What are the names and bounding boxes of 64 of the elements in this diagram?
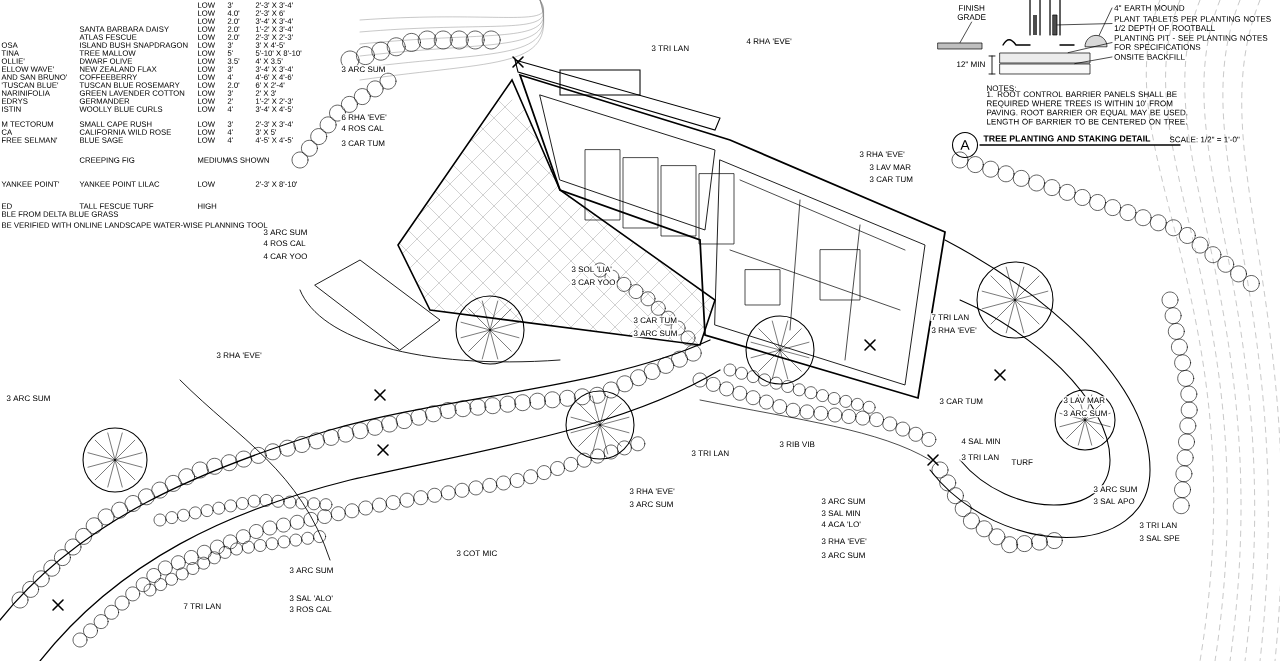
plant-callout: 3 SOL 'LIA' (570, 265, 613, 274)
plant-callout: 3 CAR YOO (570, 278, 617, 287)
plant-callout: 4 CAR YOO (262, 252, 309, 261)
dimension-label: 12" MIN (957, 61, 985, 68)
plant-callout: 3 LAV MAR (868, 163, 913, 172)
plant-callout: 3 RHA 'EVE' (215, 351, 263, 360)
callout-text: PLANTING PIT - SEE PLANTING NOTES FOR SPECIFICATIONS (1114, 35, 1268, 50)
plant-callout: TURF (1010, 458, 1034, 467)
plant-callout: 3 ARC SUM (5, 394, 52, 403)
plant-callout: 3 SAL 'ALO' (288, 594, 334, 603)
plant-callout: 3 ARC SUM (288, 566, 335, 575)
plant-callout: 3 TRI LAN (960, 453, 1001, 462)
plant-callout: 3 ARC SUM (628, 500, 675, 509)
plant-callout: 4 ROS CAL (340, 124, 385, 133)
plant-callout: 3 TRI LAN (650, 44, 691, 53)
callout-text: PLANT TABLETS PER PLANTING NOTES 1/2 DEPTH OF ROOTBALL (1114, 16, 1271, 31)
plant-callout: 3 ARC SUM (262, 228, 309, 237)
plant-callout: 3 RIB VIB (778, 440, 816, 449)
plant-callout: 3 ARC SUM (820, 497, 867, 506)
plant-callout: 6 RHA 'EVE' (340, 113, 388, 122)
detail-title: TREE PLANTING AND STAKING DETAIL (983, 135, 1151, 142)
leader-line (1067, 42, 1113, 53)
tree-pit-part (1052, 14, 1058, 36)
plant-callout: 3 ROS CAL (288, 605, 333, 614)
tree-pit-part (999, 52, 1091, 64)
plant-callout: 3 LAV MAR (1062, 396, 1107, 405)
scale-label: SCALE: 1/2" = 1'-0" (1169, 136, 1240, 143)
plant-callout: 3 ARC SUM (340, 65, 387, 74)
plant-callout: 3 RHA 'EVE' (820, 537, 868, 546)
plant-callout: 4 ACA 'LO' (820, 520, 862, 529)
plant-callout: 4 RHA 'EVE' (745, 37, 793, 45)
plant-callout: 3 CAR TUM (938, 397, 985, 406)
plant-callout: 4 ROS CAL (262, 239, 307, 248)
plant-callout: 7 TRI LAN (182, 602, 223, 610)
callout-text: ONSITE BACKFILL (1114, 54, 1185, 60)
callout-text: FINISH GRADE (957, 5, 986, 20)
plant-callout: 3 CAR TUM (340, 139, 387, 148)
plant-callout: 3 ARC SUM (632, 329, 679, 338)
plant-callout: 3 ARC SUM (1092, 485, 1139, 494)
plant-callout: 3 ARC SUM (820, 551, 867, 560)
leader-line (959, 21, 972, 43)
plant-callout: 3 TRI LAN (690, 449, 731, 458)
plant-callout: 3 CAR TUM (868, 175, 915, 184)
leader-line (1074, 56, 1113, 64)
tree-pit-part (1084, 35, 1108, 47)
note-text: 1. ROOT CONTROL BARRIER PANELS SHALL BE REQUIRED WHERE TREES IS WITHIN 10' FROM PAVING. ROOT BARRIER OR EQUAL MAY BE USED. LENGTH OF BARRIER TO BE CENTERED ON TREE. (987, 91, 1188, 125)
plant-callout: 7 TRI LAN (930, 313, 971, 321)
plant-callout: 3 ARC SUM (1062, 409, 1109, 418)
note-heading: NOTES: (987, 85, 1016, 92)
leader-line (1057, 23, 1113, 26)
plant-callout: 3 RHA 'EVE' (858, 150, 906, 159)
plant-callout: 3 RHA 'EVE' (930, 326, 978, 335)
leader-line (1098, 7, 1113, 36)
plant-callout: 3 RHA 'EVE' (628, 487, 676, 496)
plant-callout: 3 SAL SPE (1138, 534, 1181, 543)
callout-text: 4" EARTH MOUND (1114, 5, 1185, 11)
plant-callout: 3 SAL MIN (820, 509, 862, 518)
plant-callout: 3 TRI LAN (1138, 521, 1179, 530)
plant-callout: 4 SAL MIN (960, 437, 1002, 446)
plant-callout: 3 CAR TUM (632, 316, 679, 325)
plant-callout: 3 COT MIC (455, 549, 499, 558)
plant-callout: 3 SAL APO (1092, 497, 1136, 506)
tree-pit-part (999, 63, 1091, 75)
tree-pit-part (937, 42, 983, 50)
